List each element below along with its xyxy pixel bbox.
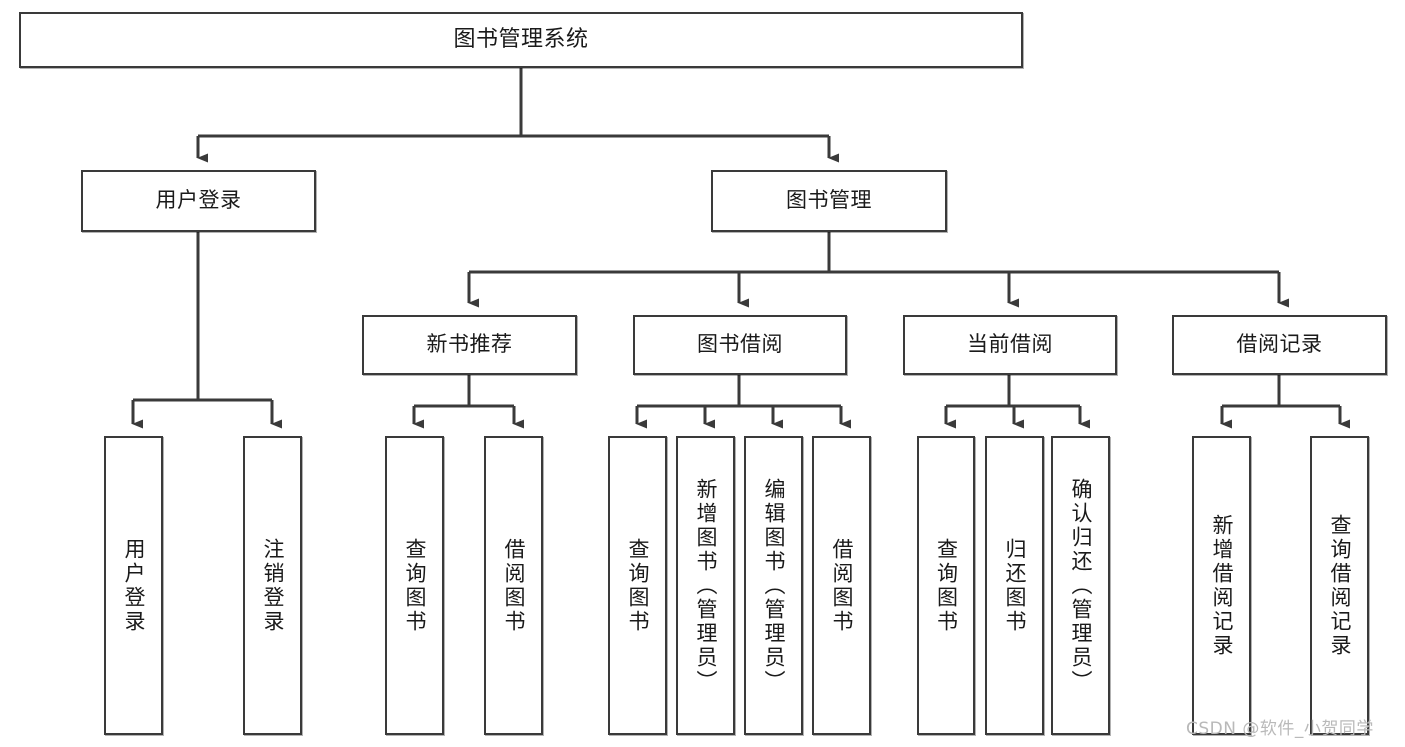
node-label: 用户登录 xyxy=(122,537,146,634)
node-label: 查询图书 xyxy=(626,537,650,634)
node-label: 图书管理系统 xyxy=(453,26,589,52)
node-current-borrow[interactable]: 当前借阅 xyxy=(903,315,1117,375)
leaf-logout[interactable]: 注销登录 xyxy=(243,436,302,735)
leaf-query-book-current[interactable]: 查询图书 xyxy=(917,436,975,735)
node-user-login[interactable]: 用户登录 xyxy=(81,170,316,232)
leaf-add-book-admin[interactable]: 新增图书（管理员） xyxy=(676,436,735,735)
node-label: 新增借阅记录 xyxy=(1210,513,1234,658)
leaf-borrow-book[interactable]: 借阅图书 xyxy=(812,436,871,735)
leaf-return-book[interactable]: 归还图书 xyxy=(985,436,1044,735)
node-book-management[interactable]: 图书管理 xyxy=(711,170,947,232)
node-label: 查询图书 xyxy=(934,537,959,634)
node-label: 确认归还（管理员） xyxy=(1069,477,1093,694)
watermark-text: CSDN @软件_小贺同学 xyxy=(1186,719,1374,739)
node-label: 归还图书 xyxy=(1003,537,1027,634)
node-label: 新书推荐 xyxy=(426,332,513,357)
node-label: 图书借阅 xyxy=(697,332,783,357)
node-label: 用户登录 xyxy=(155,188,242,213)
node-label: 借阅图书 xyxy=(830,537,854,634)
leaf-edit-book-admin[interactable]: 编辑图书（管理员） xyxy=(744,436,803,735)
node-book-borrow[interactable]: 图书借阅 xyxy=(633,315,847,375)
leaf-borrow-book-recommend[interactable]: 借阅图书 xyxy=(484,436,543,735)
node-new-book-recommend[interactable]: 新书推荐 xyxy=(362,315,577,375)
node-label: 借阅图书 xyxy=(502,537,526,634)
leaf-query-book-recommend[interactable]: 查询图书 xyxy=(385,436,444,735)
node-label: 注销登录 xyxy=(261,537,285,634)
leaf-user-login[interactable]: 用户登录 xyxy=(104,436,163,735)
leaf-confirm-return-admin[interactable]: 确认归还（管理员） xyxy=(1051,436,1110,735)
node-label: 图书管理 xyxy=(786,188,872,213)
node-label: 编辑图书（管理员） xyxy=(762,477,786,694)
node-label: 当前借阅 xyxy=(967,332,1053,357)
node-label: 查询借阅记录 xyxy=(1328,513,1352,658)
leaf-query-borrow-record[interactable]: 查询借阅记录 xyxy=(1310,436,1369,735)
leaf-add-borrow-record[interactable]: 新增借阅记录 xyxy=(1192,436,1251,735)
node-root-book-management-system[interactable]: 图书管理系统 xyxy=(19,12,1023,68)
node-label: 新增图书（管理员） xyxy=(694,477,718,694)
leaf-query-book-borrow[interactable]: 查询图书 xyxy=(608,436,667,735)
node-label: 查询图书 xyxy=(403,537,427,634)
node-borrow-record[interactable]: 借阅记录 xyxy=(1172,315,1387,375)
node-label: 借阅记录 xyxy=(1236,332,1323,357)
